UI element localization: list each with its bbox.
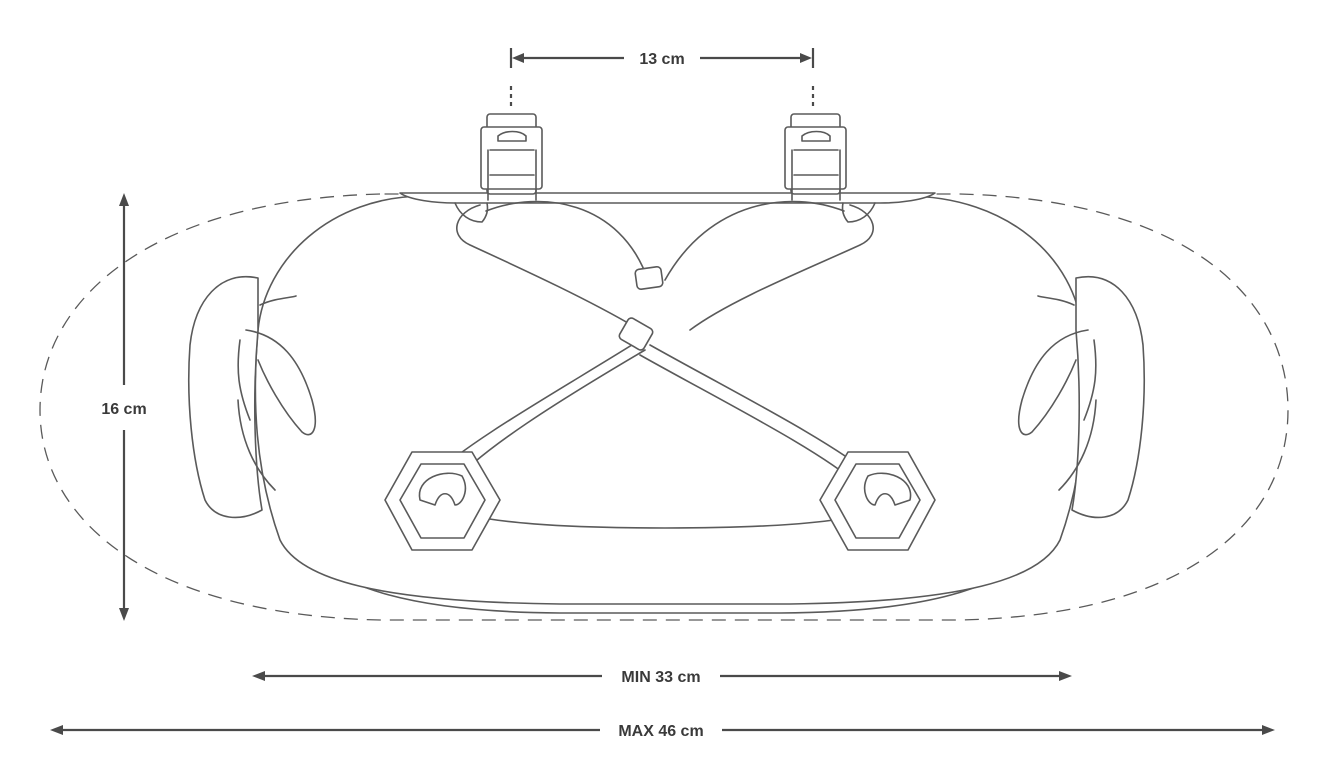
right-roll-closure	[1071, 275, 1146, 519]
height-dimension: 16 cm	[101, 193, 147, 621]
min-length-label: MIN 33 cm	[621, 669, 700, 686]
left-hex-anchor	[384, 451, 501, 551]
mount-spacing-dimension: 13 cm	[509, 48, 815, 106]
height-label: 16 cm	[101, 401, 146, 418]
min-length-dimension: MIN 33 cm	[252, 669, 1072, 686]
right-mount-buckle	[784, 113, 847, 201]
max-length-label: MAX 46 cm	[618, 723, 703, 740]
max-length-dimension: MAX 46 cm	[50, 723, 1275, 740]
left-roll-closure	[187, 275, 263, 519]
max-extent-outline	[39, 193, 1289, 621]
mount-spacing-label: 13 cm	[639, 51, 684, 68]
right-hex-anchor	[819, 451, 936, 551]
left-mount-buckle	[480, 113, 543, 201]
bag-body	[187, 192, 1146, 614]
